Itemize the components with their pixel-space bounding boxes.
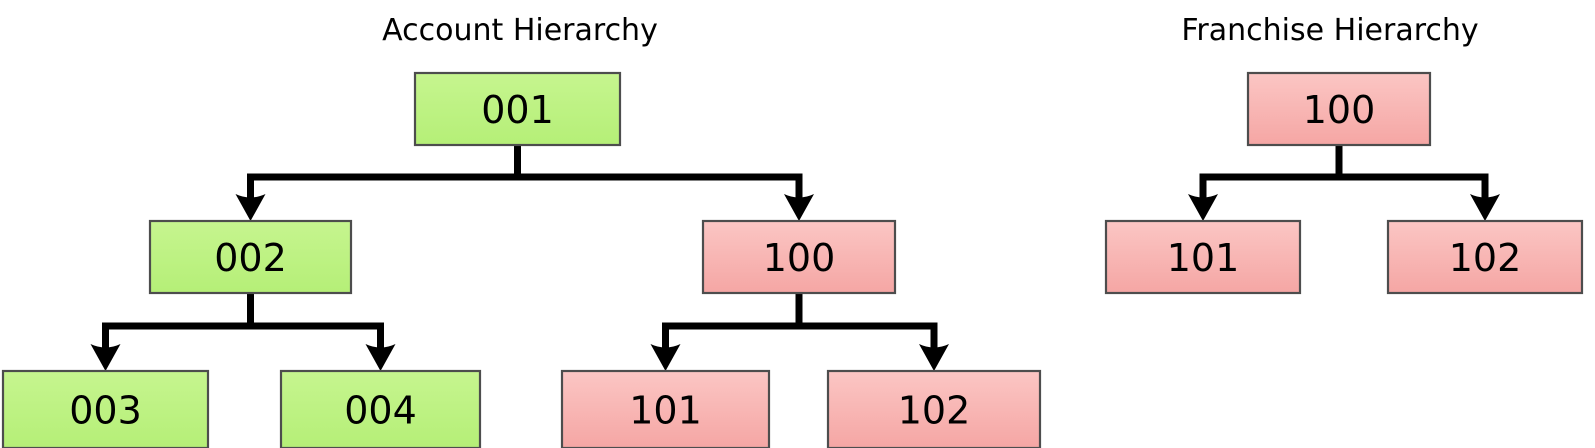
node-acct-002[interactable]: 002 — [148, 219, 353, 295]
node-fran-101[interactable]: 101 — [1104, 219, 1302, 295]
node-box-acct-102[interactable] — [826, 369, 1042, 448]
node-acct-003[interactable]: 003 — [1, 369, 210, 448]
node-label-acct-002: 002 — [214, 236, 287, 280]
arrowhead-acct-002 — [235, 194, 266, 221]
connector-fran-100-to-fran-102 — [1339, 173, 1489, 198]
arrowhead-acct-003 — [90, 344, 121, 371]
node-box-acct-101[interactable] — [560, 369, 771, 448]
node-label-acct-102: 102 — [898, 389, 971, 433]
node-box-acct-001[interactable] — [413, 71, 622, 147]
diagram-title-account-hierarchy: Account Hierarchy — [382, 13, 658, 48]
node-acct-100[interactable]: 100 — [701, 219, 897, 295]
connector-acct-002-to-acct-003 — [102, 322, 251, 348]
connector-fran-100-to-fran-101 — [1199, 173, 1339, 198]
node-box-fran-101[interactable] — [1104, 219, 1302, 295]
node-label-acct-101: 101 — [629, 389, 702, 433]
arrowhead-acct-004 — [365, 344, 396, 371]
node-label-acct-100: 100 — [763, 236, 836, 280]
node-label-fran-102: 102 — [1449, 236, 1522, 280]
title-layer: Account Hierarchy Franchise Hierarchy — [382, 13, 1478, 48]
connector-acct-002-to-acct-004 — [250, 322, 384, 348]
node-box-fran-100[interactable] — [1246, 71, 1432, 147]
arrowhead-acct-100 — [784, 194, 814, 221]
connector-acct-001-to-acct-100 — [517, 173, 803, 198]
diagram-title-franchise-hierarchy: Franchise Hierarchy — [1181, 13, 1478, 48]
node-layer: 001 002 100 003 004 101 102 100 101 102 — [1, 71, 1584, 448]
node-acct-102[interactable]: 102 — [826, 369, 1042, 448]
node-label-fran-100: 100 — [1303, 88, 1376, 132]
arrowhead-fran-102 — [1470, 194, 1500, 221]
node-acct-101[interactable]: 101 — [560, 369, 771, 448]
node-label-acct-003: 003 — [69, 389, 142, 433]
node-fran-100[interactable]: 100 — [1246, 71, 1432, 147]
node-acct-001[interactable]: 001 — [413, 71, 622, 147]
node-acct-004[interactable]: 004 — [279, 369, 482, 448]
arrowhead-fran-101 — [1188, 194, 1218, 221]
node-fran-102[interactable]: 102 — [1386, 219, 1584, 295]
node-box-acct-100[interactable] — [701, 219, 897, 295]
arrowhead-acct-101 — [650, 344, 681, 371]
connector-acct-001-to-acct-002 — [247, 173, 518, 198]
connector-layer — [90, 145, 1500, 371]
node-box-fran-102[interactable] — [1386, 219, 1584, 295]
connector-acct-100-to-acct-102 — [799, 322, 938, 348]
connector-acct-100-to-acct-101 — [662, 322, 799, 348]
arrowhead-acct-102 — [919, 344, 949, 371]
node-label-fran-101: 101 — [1167, 236, 1240, 280]
node-box-acct-002[interactable] — [148, 219, 353, 295]
node-label-acct-001: 001 — [481, 88, 554, 132]
node-label-acct-004: 004 — [344, 389, 417, 433]
node-box-acct-004[interactable] — [279, 369, 482, 448]
node-box-acct-003[interactable] — [1, 369, 210, 448]
